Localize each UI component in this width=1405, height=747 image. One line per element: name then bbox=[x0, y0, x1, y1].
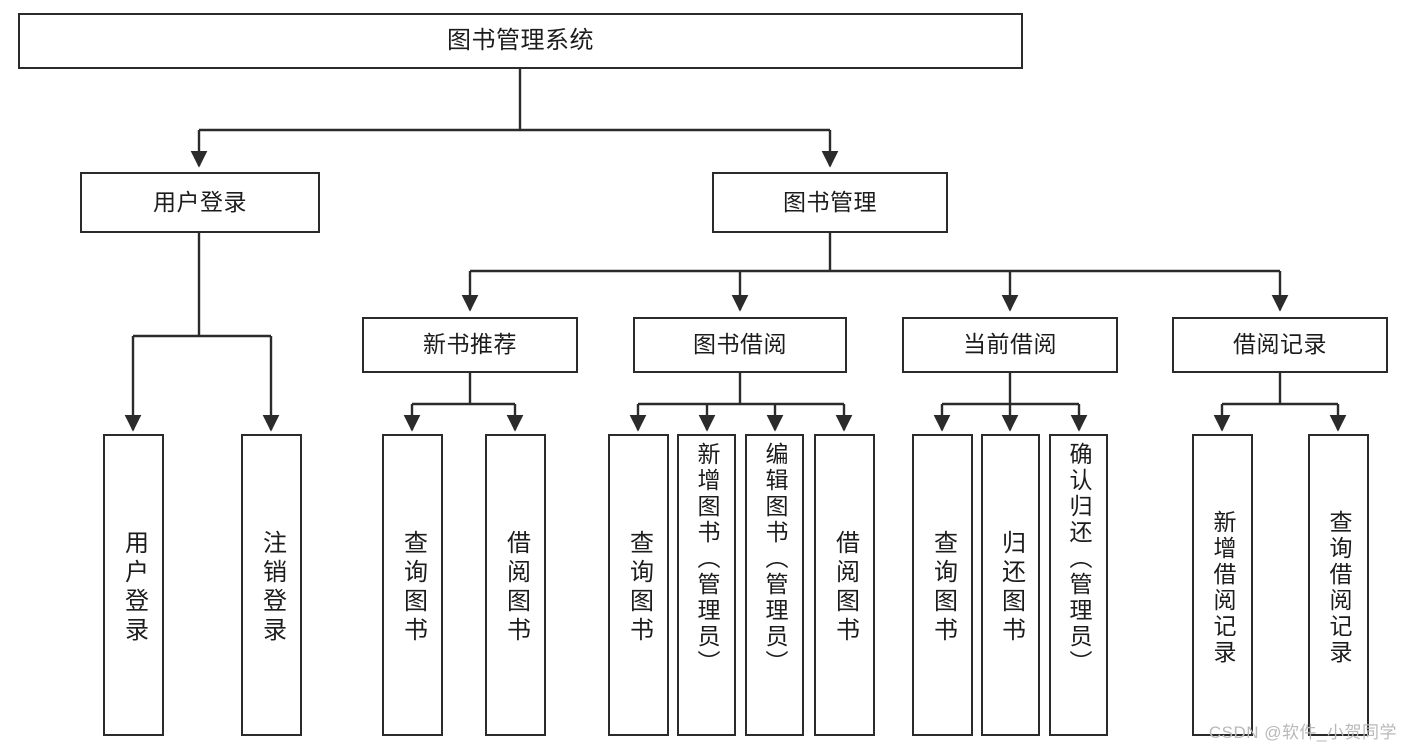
leaf-user-login-wrap: 用户登录 bbox=[105, 442, 162, 734]
node-book-management[interactable]: 图书管理 bbox=[712, 172, 948, 233]
leaf-borrow-book-label: 借阅图书 bbox=[831, 530, 859, 646]
node-root[interactable]: 图书管理系统 bbox=[18, 13, 1023, 69]
leaf-borrow-book-wrap: 借阅图书 bbox=[816, 442, 873, 734]
node-current-borrow-label: 当前借阅 bbox=[963, 331, 1057, 358]
node-new-book-recommend-label: 新书推荐 bbox=[423, 331, 517, 358]
leaf-query-book-recommend-wrap: 查询图书 bbox=[384, 442, 441, 734]
leaf-borrow-book-recommend-wrap: 借阅图书 bbox=[487, 442, 544, 734]
leaf-borrow-book[interactable]: 借阅图书 bbox=[814, 434, 875, 736]
node-borrow-record[interactable]: 借阅记录 bbox=[1172, 317, 1388, 373]
leaf-query-book-recommend-label: 查询图书 bbox=[399, 530, 427, 646]
leaf-query-borrow-record-label: 查询借阅记录 bbox=[1326, 510, 1352, 666]
leaf-user-login[interactable]: 用户登录 bbox=[103, 434, 164, 736]
leaf-logout-label: 注销登录 bbox=[258, 530, 286, 646]
leaf-edit-book-admin-label: 编辑图书（管理员） bbox=[762, 442, 788, 676]
leaf-query-book-borrow-wrap: 查询图书 bbox=[610, 442, 667, 734]
node-current-borrow[interactable]: 当前借阅 bbox=[902, 317, 1118, 373]
leaf-confirm-return-admin-wrap: 确认归还（管理员） bbox=[1051, 442, 1106, 734]
leaf-add-borrow-record-wrap: 新增借阅记录 bbox=[1194, 442, 1251, 734]
leaf-edit-book-admin-wrap: 编辑图书（管理员） bbox=[747, 442, 802, 734]
node-root-label: 图书管理系统 bbox=[447, 26, 594, 54]
leaf-query-book-recommend[interactable]: 查询图书 bbox=[382, 434, 443, 736]
leaf-edit-book-admin[interactable]: 编辑图书（管理员） bbox=[745, 434, 804, 736]
leaf-query-borrow-record[interactable]: 查询借阅记录 bbox=[1308, 434, 1369, 736]
leaf-add-borrow-record-label: 新增借阅记录 bbox=[1210, 510, 1236, 666]
node-book-management-label: 图书管理 bbox=[783, 188, 877, 215]
leaf-borrow-book-recommend[interactable]: 借阅图书 bbox=[485, 434, 546, 736]
leaf-query-book-current[interactable]: 查询图书 bbox=[912, 434, 973, 736]
node-book-borrow-label: 图书借阅 bbox=[693, 331, 787, 358]
node-book-borrow[interactable]: 图书借阅 bbox=[633, 317, 847, 373]
leaf-query-borrow-record-wrap: 查询借阅记录 bbox=[1310, 442, 1367, 734]
leaf-add-book-admin-label: 新增图书（管理员） bbox=[694, 442, 720, 676]
leaf-add-book-admin[interactable]: 新增图书（管理员） bbox=[677, 434, 736, 736]
node-user-login-label: 用户登录 bbox=[153, 188, 247, 215]
leaf-confirm-return-admin-label: 确认归还（管理员） bbox=[1066, 442, 1092, 676]
leaf-user-login-label: 用户登录 bbox=[120, 530, 148, 646]
watermark-text: CSDN @软件_小贺同学 bbox=[1208, 723, 1397, 742]
leaf-return-book[interactable]: 归还图书 bbox=[981, 434, 1040, 736]
leaf-confirm-return-admin[interactable]: 确认归还（管理员） bbox=[1049, 434, 1108, 736]
leaf-add-borrow-record[interactable]: 新增借阅记录 bbox=[1192, 434, 1253, 736]
leaf-query-book-current-wrap: 查询图书 bbox=[914, 442, 971, 734]
leaf-query-book-borrow-label: 查询图书 bbox=[625, 530, 653, 646]
leaf-query-book-borrow[interactable]: 查询图书 bbox=[608, 434, 669, 736]
leaf-query-book-current-label: 查询图书 bbox=[929, 530, 957, 646]
leaf-logout-wrap: 注销登录 bbox=[243, 442, 300, 734]
leaf-borrow-book-recommend-label: 借阅图书 bbox=[502, 530, 530, 646]
leaf-return-book-label: 归还图书 bbox=[997, 530, 1025, 646]
leaf-return-book-wrap: 归还图书 bbox=[983, 442, 1038, 734]
node-user-login[interactable]: 用户登录 bbox=[80, 172, 320, 233]
node-borrow-record-label: 借阅记录 bbox=[1233, 331, 1327, 358]
leaf-add-book-admin-wrap: 新增图书（管理员） bbox=[679, 442, 734, 734]
leaf-logout[interactable]: 注销登录 bbox=[241, 434, 302, 736]
node-new-book-recommend[interactable]: 新书推荐 bbox=[362, 317, 578, 373]
